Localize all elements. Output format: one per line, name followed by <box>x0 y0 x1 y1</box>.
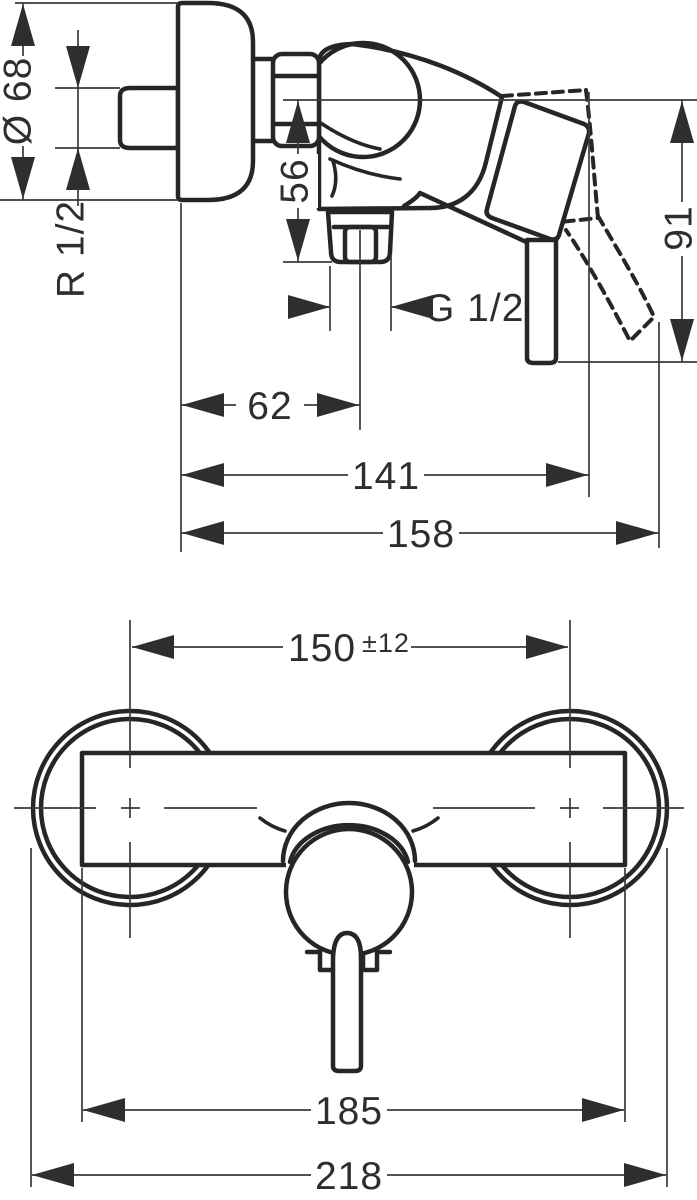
front-view-arrowheads <box>32 635 666 1187</box>
front-view: 150 ±12 185 218 <box>14 620 684 1198</box>
dim-overall-width: 218 <box>315 1155 383 1198</box>
side-view-arrowheads <box>11 4 694 545</box>
valve-body <box>316 41 505 212</box>
handle-lever-front <box>330 930 364 1074</box>
side-view: Ø 68 R 1/2 56 G 1/2 91 62 141 158 <box>0 0 697 556</box>
cone-whisker-left <box>258 816 287 833</box>
cone-whisker-right <box>411 816 440 833</box>
wall-escutcheon <box>175 0 256 203</box>
dim-escutcheon-diameter: Ø 68 <box>0 57 39 146</box>
handle-lever <box>524 237 559 366</box>
dim-lever-drop: 91 <box>657 205 697 250</box>
dim-hole-distance-tolerance: ±12 <box>362 628 410 658</box>
dim-hole-distance: 150 <box>288 627 356 670</box>
front-view-centerlines <box>14 620 684 938</box>
dim-outlet-thread: G 1/2 <box>424 287 524 330</box>
handle-alt-position-dashed <box>500 88 656 343</box>
handle-cone-arc-outer <box>280 800 418 864</box>
dim-wall-thread: R 1/2 <box>49 200 92 298</box>
body-underside-edge <box>401 190 551 255</box>
wall-nipple <box>117 85 181 151</box>
dim-total-depth: 158 <box>387 513 455 556</box>
dim-body-width: 185 <box>315 1090 383 1133</box>
dim-outlet-drop: 56 <box>273 158 316 203</box>
handle-cone-arc-inner <box>287 822 411 865</box>
dim-outlet-offset: 62 <box>247 385 292 428</box>
dim-lever-reach: 141 <box>352 455 420 498</box>
